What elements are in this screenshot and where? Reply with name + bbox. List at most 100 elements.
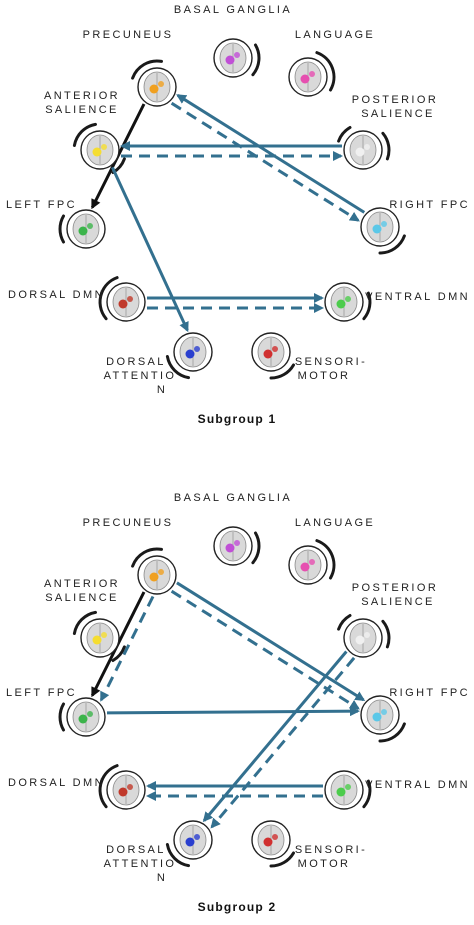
label-posterior-salience-2: SALIENCE xyxy=(361,596,435,608)
network-highlight-posterior-salience xyxy=(355,635,365,645)
self-loop-precuneus xyxy=(131,547,163,568)
label-language: LANGUAGE xyxy=(295,517,375,529)
node-ventral-dmn xyxy=(324,282,364,322)
edge-left-fpc-to-right-fpc-solid xyxy=(106,706,360,717)
self-loop-right-fpc xyxy=(378,722,406,743)
network-highlight-left-fpc xyxy=(78,226,88,236)
network-highlight-right-fpc xyxy=(381,221,387,227)
self-loop-group xyxy=(58,43,406,380)
network-highlight-basal-ganglia xyxy=(225,55,235,65)
edge-precuneus-to-right-fpc-dashed xyxy=(170,101,360,222)
label-anterior-salience-1: ANTERIOR xyxy=(44,90,120,102)
label-sensorimotor-2: MOTOR xyxy=(298,858,351,870)
label-basal-ganglia: BASAL GANGLIA xyxy=(174,492,292,504)
label-precuneus: PRECUNEUS xyxy=(83,517,174,529)
node-dorsal-attention xyxy=(173,332,213,372)
self-loop-dorsal-dmn xyxy=(100,276,119,295)
self-loop-precuneus xyxy=(131,59,163,80)
network-highlight-sensorimotor xyxy=(272,346,278,352)
network-highlight-basal-ganglia xyxy=(225,543,235,553)
self-loop-left-fpc xyxy=(58,214,65,244)
node-basal-ganglia xyxy=(213,526,253,566)
node-right-fpc xyxy=(360,207,400,247)
label-sensorimotor-2: MOTOR xyxy=(298,370,351,382)
self-loop-anterior-salience xyxy=(111,645,126,662)
node-sensorimotor xyxy=(251,820,291,860)
label-right-fpc: RIGHT FPC xyxy=(389,199,470,211)
label-dorsal-attention-1: DORSAL xyxy=(106,844,166,856)
label-anterior-salience-2: SALIENCE xyxy=(45,104,119,116)
network-highlight-dorsal-dmn xyxy=(127,296,133,302)
network-highlight-language xyxy=(300,74,310,84)
self-loop-posterior-salience xyxy=(381,131,391,161)
network-highlight-posterior-salience xyxy=(355,147,365,157)
label-posterior-salience-1: POSTERIOR xyxy=(352,94,438,106)
label-dorsal-attention-2: ATTENTIO xyxy=(104,370,177,382)
node-posterior-salience xyxy=(343,130,383,170)
label-dorsal-dmn: DORSAL DMN xyxy=(8,289,105,301)
edge-precuneus-to-left-fpc-dashed xyxy=(99,595,155,702)
network-highlight-dorsal-dmn xyxy=(118,299,128,309)
edge-precuneus-to-right-fpc-solid xyxy=(176,581,366,702)
label-dorsal-attention-1: DORSAL xyxy=(106,356,166,368)
node-precuneus xyxy=(137,67,177,107)
network-highlight-precuneus xyxy=(149,572,159,582)
network-highlight-precuneus xyxy=(149,84,159,94)
node-basal-ganglia xyxy=(213,38,253,78)
network-highlight-sensorimotor xyxy=(272,834,278,840)
network-highlight-ventral-dmn xyxy=(345,784,351,790)
network-highlight-precuneus xyxy=(158,81,164,87)
network-highlight-right-fpc xyxy=(381,709,387,715)
label-anterior-salience-2: SALIENCE xyxy=(45,592,119,604)
self-loop-dorsal-attention xyxy=(165,355,190,380)
node-left-fpc xyxy=(66,209,106,249)
self-loop-anterior-salience xyxy=(72,610,97,635)
network-highlight-left-fpc xyxy=(87,711,93,717)
self-loop-group xyxy=(58,531,406,868)
subgroup-title: Subgroup 1 xyxy=(198,412,277,426)
node-sensorimotor xyxy=(251,332,291,372)
network-highlight-language xyxy=(309,71,315,77)
self-loop-ventral-dmn xyxy=(362,291,372,321)
label-dorsal-attention-3: N xyxy=(157,384,167,396)
self-loop-dorsal-dmn xyxy=(100,764,119,783)
self-loop-right-fpc xyxy=(378,234,406,255)
self-loop-ventral-dmn xyxy=(362,779,372,809)
network-highlight-basal-ganglia xyxy=(234,52,240,58)
self-loop-basal-ganglia xyxy=(251,531,261,565)
self-loop-anterior-salience xyxy=(72,122,97,147)
node-right-fpc xyxy=(360,695,400,735)
label-language: LANGUAGE xyxy=(295,29,375,41)
edge-anterior-salience-to-dorsal-attention-solid xyxy=(111,166,189,333)
network-highlight-dorsal-dmn xyxy=(127,784,133,790)
network-highlight-anterior-salience xyxy=(101,632,107,638)
node-posterior-salience xyxy=(343,618,383,658)
network-highlight-basal-ganglia xyxy=(234,540,240,546)
network-highlight-dorsal-attention xyxy=(185,349,195,359)
network-highlight-ventral-dmn xyxy=(336,787,346,797)
node-anterior-salience xyxy=(80,130,120,170)
label-dorsal-attention-2: ATTENTIO xyxy=(104,858,177,870)
network-highlight-posterior-salience xyxy=(364,632,370,638)
network-highlight-anterior-salience xyxy=(92,147,102,157)
self-loop-posterior-salience xyxy=(337,126,352,143)
label-posterior-salience-2: SALIENCE xyxy=(361,108,435,120)
node-precuneus xyxy=(137,555,177,595)
self-loop-dorsal-dmn xyxy=(98,779,108,809)
node-anterior-salience xyxy=(80,618,120,658)
network-highlight-ventral-dmn xyxy=(336,299,346,309)
node-group xyxy=(66,526,400,860)
label-precuneus: PRECUNEUS xyxy=(83,29,174,41)
edge-posterior-salience-to-dorsal-attention-dashed xyxy=(210,656,356,829)
self-loop-posterior-salience xyxy=(381,619,391,649)
node-language xyxy=(288,57,328,97)
edge-group xyxy=(90,94,366,333)
node-left-fpc xyxy=(66,697,106,737)
label-dorsal-attention-3: N xyxy=(157,872,167,884)
network-highlight-right-fpc xyxy=(372,224,382,234)
network-highlight-anterior-salience xyxy=(92,635,102,645)
network-highlight-dorsal-attention xyxy=(194,834,200,840)
